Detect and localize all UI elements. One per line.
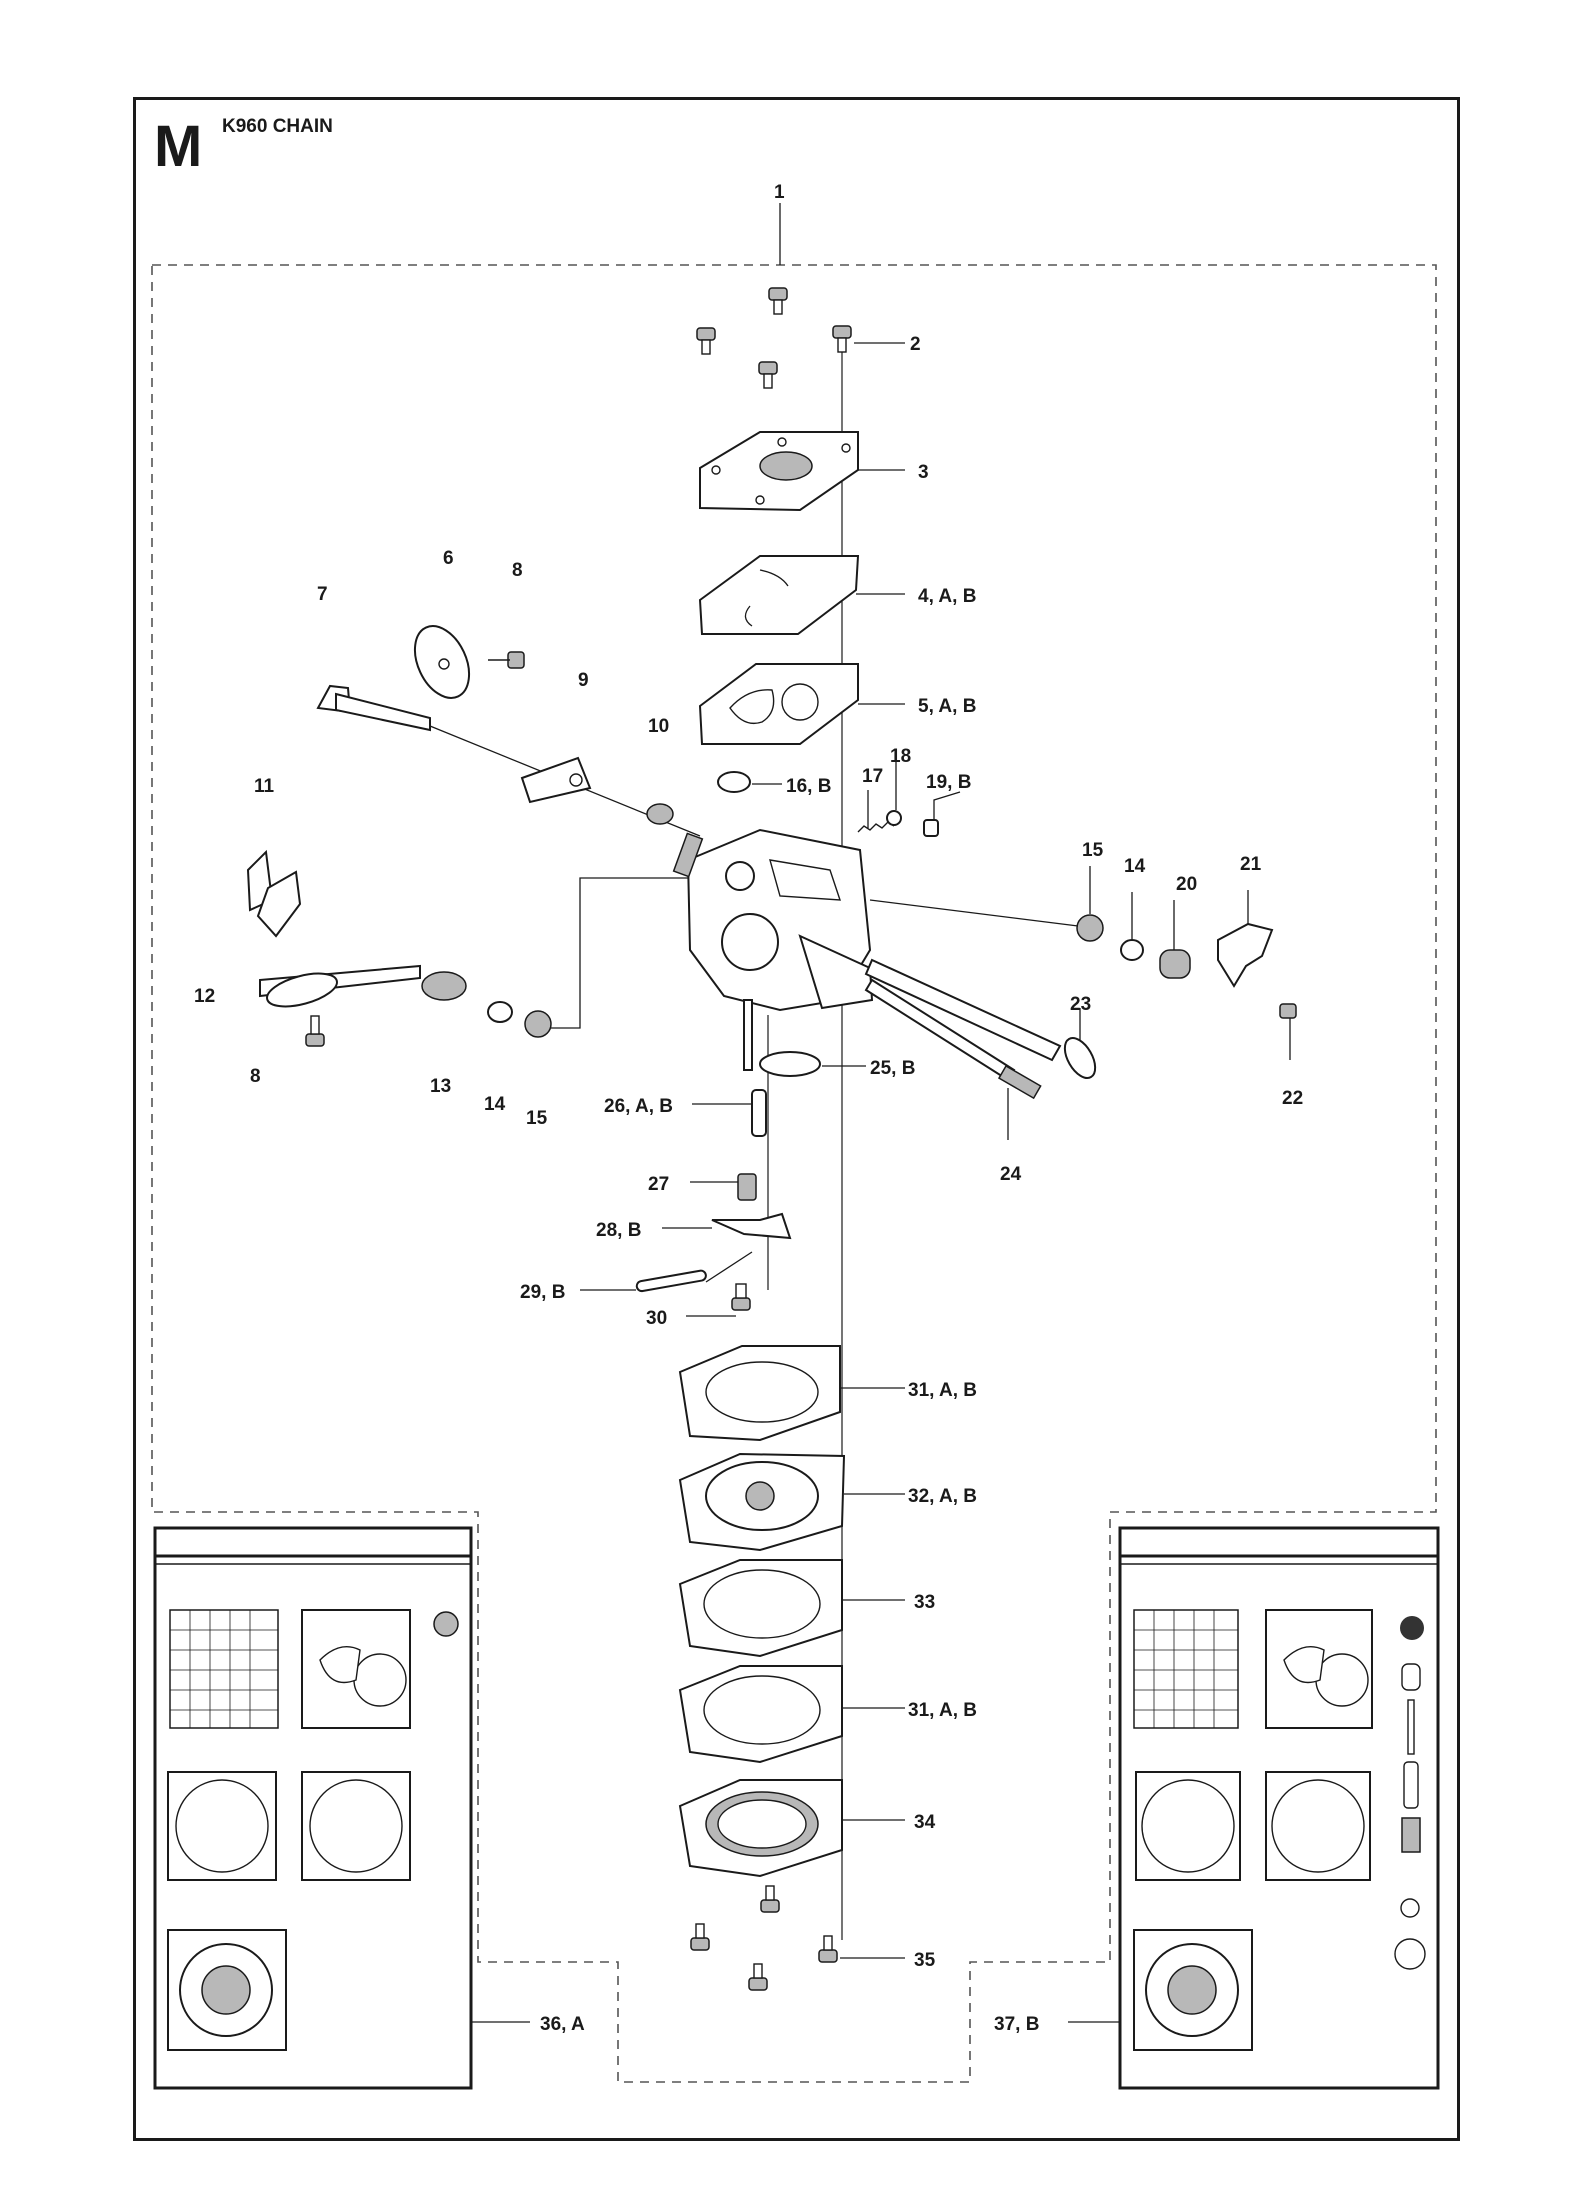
screws-bottom bbox=[690, 1885, 838, 1991]
pump-cover bbox=[699, 431, 859, 512]
bushing-20 bbox=[1159, 949, 1191, 979]
assembly-boundary bbox=[151, 264, 1437, 2083]
callout-11: 11 bbox=[254, 776, 275, 797]
callout-2: 2 bbox=[910, 334, 921, 355]
callout-4: 4, A, B bbox=[918, 586, 976, 607]
callout-1: 1 bbox=[774, 182, 785, 203]
section-letter: M bbox=[154, 114, 202, 179]
cover-34 bbox=[678, 1779, 843, 1878]
callout-36: 36, A bbox=[540, 2014, 585, 2035]
gasket-31-bottom bbox=[678, 1665, 843, 1764]
screw-24 bbox=[864, 978, 1042, 1100]
callout-8-bottom: 8 bbox=[250, 1066, 261, 1087]
choke-shaft-11 bbox=[246, 849, 421, 998]
callout-19: 19, B bbox=[926, 772, 971, 793]
callout-30: 30 bbox=[646, 1308, 667, 1329]
gasket-4 bbox=[698, 555, 860, 635]
lever-21 bbox=[1217, 922, 1274, 988]
callout-18: 18 bbox=[890, 746, 911, 767]
needle-26 bbox=[743, 999, 767, 1137]
spring-27 bbox=[737, 1173, 757, 1201]
washer-14-left bbox=[487, 1001, 513, 1023]
screw-8-bottom bbox=[305, 1015, 325, 1047]
ball-18 bbox=[886, 810, 902, 826]
callout-35: 35 bbox=[914, 1950, 936, 1971]
callout-32: 32, A, B bbox=[908, 1486, 977, 1507]
callout-21: 21 bbox=[1240, 854, 1262, 875]
carburetor-body bbox=[672, 828, 874, 1012]
spring-10 bbox=[646, 803, 674, 825]
gasket-31-top bbox=[678, 1345, 841, 1442]
pin-29 bbox=[635, 1269, 707, 1293]
callout-14-left: 14 bbox=[484, 1094, 506, 1115]
screw-8-top bbox=[488, 651, 525, 669]
screw-30 bbox=[731, 1283, 751, 1311]
spring-13 bbox=[421, 971, 467, 1001]
callout-23: 23 bbox=[1070, 994, 1091, 1015]
callout-31-bottom: 31, A, B bbox=[908, 1700, 977, 1721]
screws-top bbox=[696, 287, 852, 389]
callout-34: 34 bbox=[914, 1812, 936, 1833]
bearing-15-left bbox=[524, 1010, 552, 1038]
callout-37: 37, B bbox=[994, 2014, 1039, 2035]
plug-19 bbox=[923, 819, 939, 837]
callout-14-right: 14 bbox=[1124, 856, 1146, 877]
page-frame bbox=[133, 97, 1460, 2141]
callout-17: 17 bbox=[862, 766, 883, 787]
callout-9: 9 bbox=[578, 670, 589, 691]
callout-7: 7 bbox=[317, 584, 328, 605]
bearing-15-right bbox=[1076, 914, 1104, 942]
callout-26: 26, A, B bbox=[604, 1096, 673, 1117]
washer-14-right bbox=[1120, 939, 1144, 961]
choke-disc-6 bbox=[413, 625, 471, 699]
callout-3: 3 bbox=[918, 462, 929, 483]
callout-22: 22 bbox=[1282, 1088, 1303, 1109]
callout-10: 10 bbox=[648, 716, 669, 737]
page-title: K960 CHAIN bbox=[222, 116, 333, 137]
callout-16: 16, B bbox=[786, 776, 831, 797]
plate-33 bbox=[678, 1559, 843, 1658]
gasket-5 bbox=[698, 663, 859, 745]
kit-box-left bbox=[153, 1526, 473, 2090]
throttle-shaft-7 bbox=[316, 684, 701, 837]
callout-15-right: 15 bbox=[1082, 840, 1104, 861]
callout-27: 27 bbox=[648, 1174, 669, 1195]
callout-8-top: 8 bbox=[512, 560, 523, 581]
callout-31-top: 31, A, B bbox=[908, 1380, 977, 1401]
screw-22 bbox=[1279, 1003, 1297, 1019]
diaphragm-32 bbox=[678, 1452, 846, 1552]
callout-33: 33 bbox=[914, 1592, 935, 1613]
callout-20: 20 bbox=[1176, 874, 1197, 895]
callout-6: 6 bbox=[443, 548, 454, 569]
callout-5: 5, A, B bbox=[918, 696, 976, 717]
callout-12: 12 bbox=[194, 986, 215, 1007]
callout-24: 24 bbox=[1000, 1164, 1022, 1185]
filter-25 bbox=[759, 1051, 821, 1077]
screw-23 bbox=[864, 958, 1097, 1079]
ring-16 bbox=[717, 771, 751, 793]
callout-28: 28, B bbox=[596, 1220, 641, 1241]
callout-25: 25, B bbox=[870, 1058, 915, 1079]
lever-28 bbox=[711, 1212, 792, 1240]
disc-12 bbox=[266, 972, 338, 1008]
kit-box-right bbox=[1118, 1526, 1440, 2090]
callout-13: 13 bbox=[430, 1076, 451, 1097]
callout-29: 29, B bbox=[520, 1282, 565, 1303]
lever-9 bbox=[520, 756, 592, 804]
callout-15-left: 15 bbox=[526, 1108, 548, 1129]
